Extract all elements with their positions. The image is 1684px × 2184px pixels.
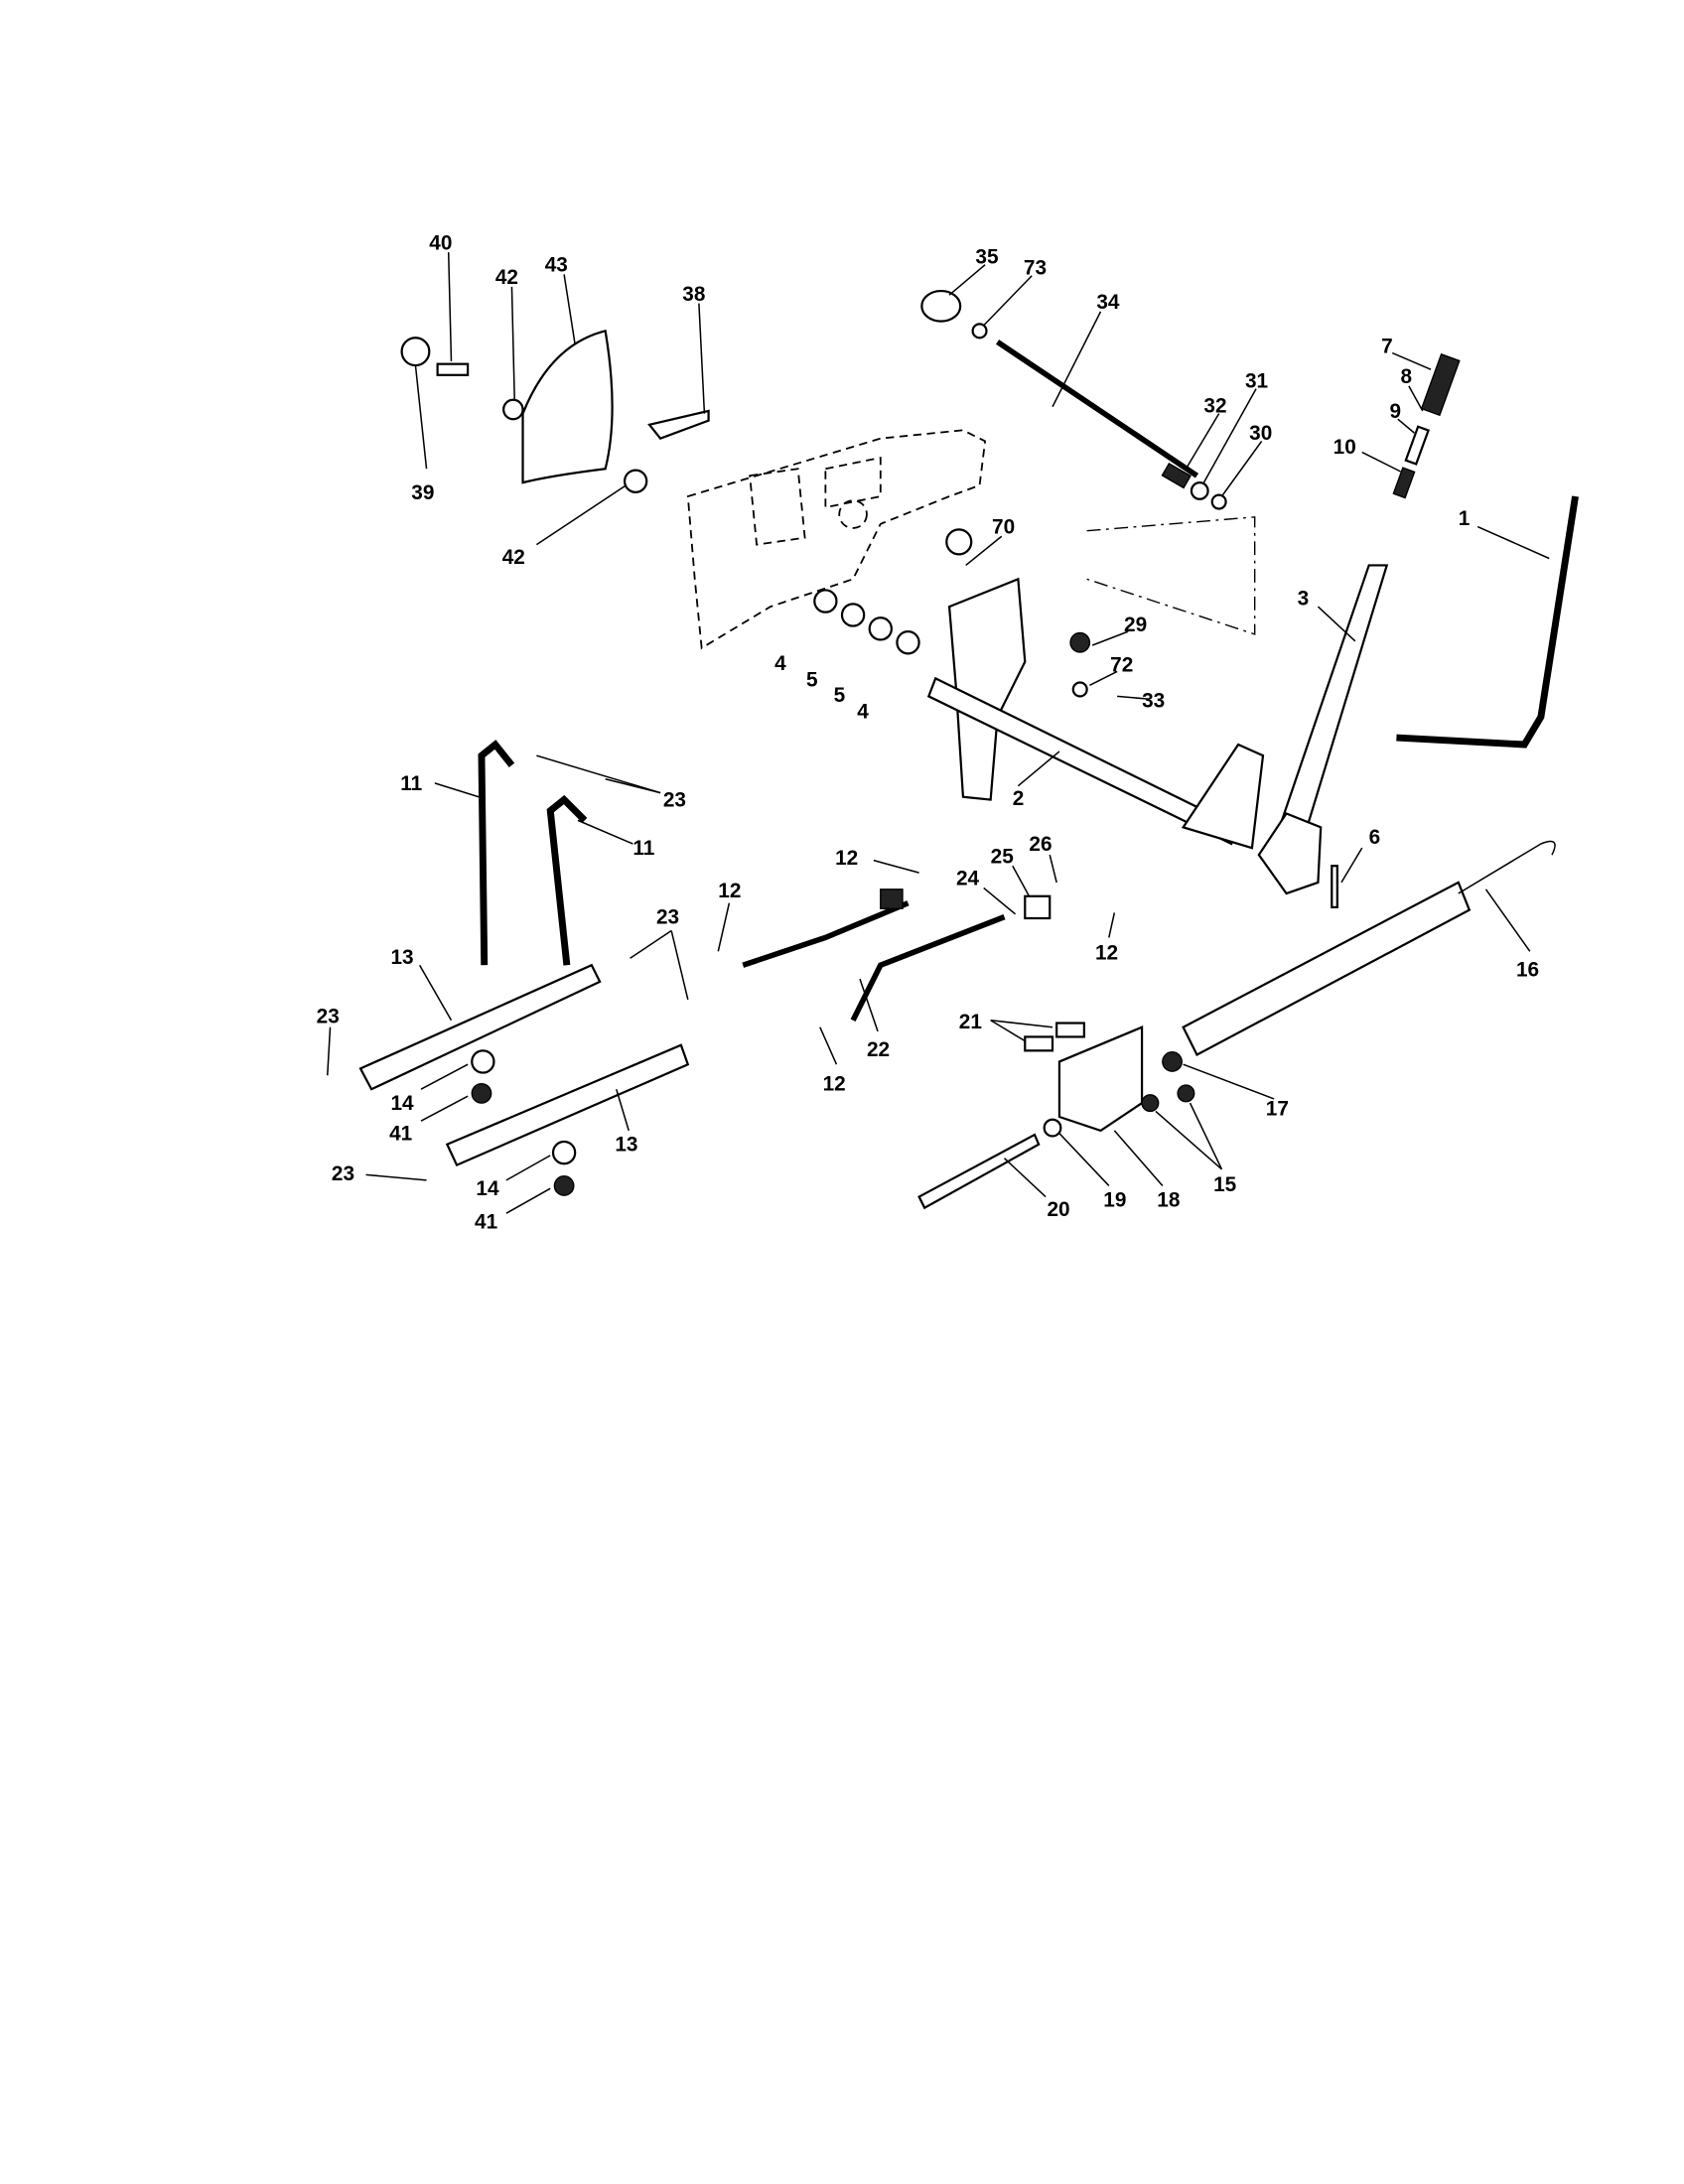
leader-lines xyxy=(327,252,1550,1214)
callout-labels: 40 42 43 38 39 42 35 73 34 7 8 9 10 31 3… xyxy=(317,231,1539,1233)
part-16-spring xyxy=(1182,881,1472,1057)
callout: 41 xyxy=(389,1123,412,1146)
callout: 41 xyxy=(475,1210,497,1233)
part-22-rod xyxy=(742,900,910,968)
callout: 39 xyxy=(411,481,434,504)
part-34-rod xyxy=(996,340,1199,478)
callout: 42 xyxy=(502,546,525,569)
part-18-bracket xyxy=(1057,1025,1144,1133)
callout: 4 xyxy=(857,701,869,724)
callout: 5 xyxy=(806,669,818,692)
callout: 2 xyxy=(1013,787,1025,810)
callout: 23 xyxy=(317,1006,340,1028)
callout: 30 xyxy=(1249,422,1272,445)
callout: 26 xyxy=(1029,833,1052,856)
callout: 22 xyxy=(867,1038,890,1061)
callout: 14 xyxy=(391,1092,415,1115)
callout: 72 xyxy=(1110,653,1133,676)
part-29-bracket-plate xyxy=(947,577,1027,801)
part-11-hanger-b xyxy=(546,794,588,966)
part-40-bolt xyxy=(436,362,470,376)
callout: 23 xyxy=(663,788,686,811)
callout: 29 xyxy=(1124,614,1147,636)
callout: 25 xyxy=(991,845,1014,868)
part-35-knob xyxy=(920,289,962,323)
part-1-rod xyxy=(1396,495,1579,749)
callout: 38 xyxy=(682,283,705,306)
callout: 1 xyxy=(1459,507,1471,530)
callout: 31 xyxy=(1245,369,1268,392)
callout: 32 xyxy=(1203,394,1226,417)
rings-4-5 xyxy=(813,589,920,655)
part-11-hanger xyxy=(478,740,515,966)
callout: 23 xyxy=(332,1162,354,1185)
frame-outline xyxy=(686,429,987,650)
part-20-bolt xyxy=(917,1133,1041,1210)
callout: 24 xyxy=(956,868,980,890)
part-42-washer xyxy=(502,398,524,421)
part-13-link xyxy=(358,963,602,1091)
callout: 11 xyxy=(632,837,654,860)
callout: 12 xyxy=(835,847,858,870)
callout: 4 xyxy=(774,652,786,675)
callout: 12 xyxy=(1095,942,1118,965)
part-7-grip xyxy=(1420,352,1461,417)
callout: 13 xyxy=(391,946,414,969)
callout: 40 xyxy=(429,231,452,254)
callout: 23 xyxy=(656,906,679,929)
callout: 3 xyxy=(1298,588,1310,611)
callout: 8 xyxy=(1401,365,1413,388)
callout: 21 xyxy=(959,1011,982,1033)
callout: 12 xyxy=(718,880,741,902)
callout: 17 xyxy=(1266,1098,1289,1121)
callout: 10 xyxy=(1333,436,1356,459)
callout: 42 xyxy=(495,266,518,289)
part-43-quadrant xyxy=(521,329,614,484)
callout: 6 xyxy=(1369,826,1381,849)
callout: 13 xyxy=(615,1134,637,1157)
callout: 11 xyxy=(400,772,422,795)
callout: 73 xyxy=(1024,256,1047,279)
part-39-ring xyxy=(400,337,431,367)
part-38-pin xyxy=(647,409,710,440)
callout: 35 xyxy=(975,245,998,268)
callout: 33 xyxy=(1142,689,1165,712)
callout: 7 xyxy=(1381,336,1393,358)
callout: 15 xyxy=(1213,1173,1236,1196)
callout: 43 xyxy=(545,254,568,277)
callout: 14 xyxy=(476,1177,499,1200)
callout: 16 xyxy=(1516,958,1539,981)
callout: 19 xyxy=(1103,1188,1126,1211)
part-13-link-b xyxy=(445,1043,690,1167)
part-2-shaft xyxy=(926,676,1240,846)
callout: 9 xyxy=(1389,400,1401,423)
callout: 70 xyxy=(992,515,1015,538)
callout: 34 xyxy=(1096,291,1120,314)
callout: 5 xyxy=(834,684,846,707)
callout: 12 xyxy=(823,1073,846,1096)
callout: 18 xyxy=(1157,1188,1180,1211)
part-3-lever xyxy=(1278,564,1389,829)
callout: 20 xyxy=(1047,1198,1069,1221)
part-42-washer-b xyxy=(623,469,648,493)
